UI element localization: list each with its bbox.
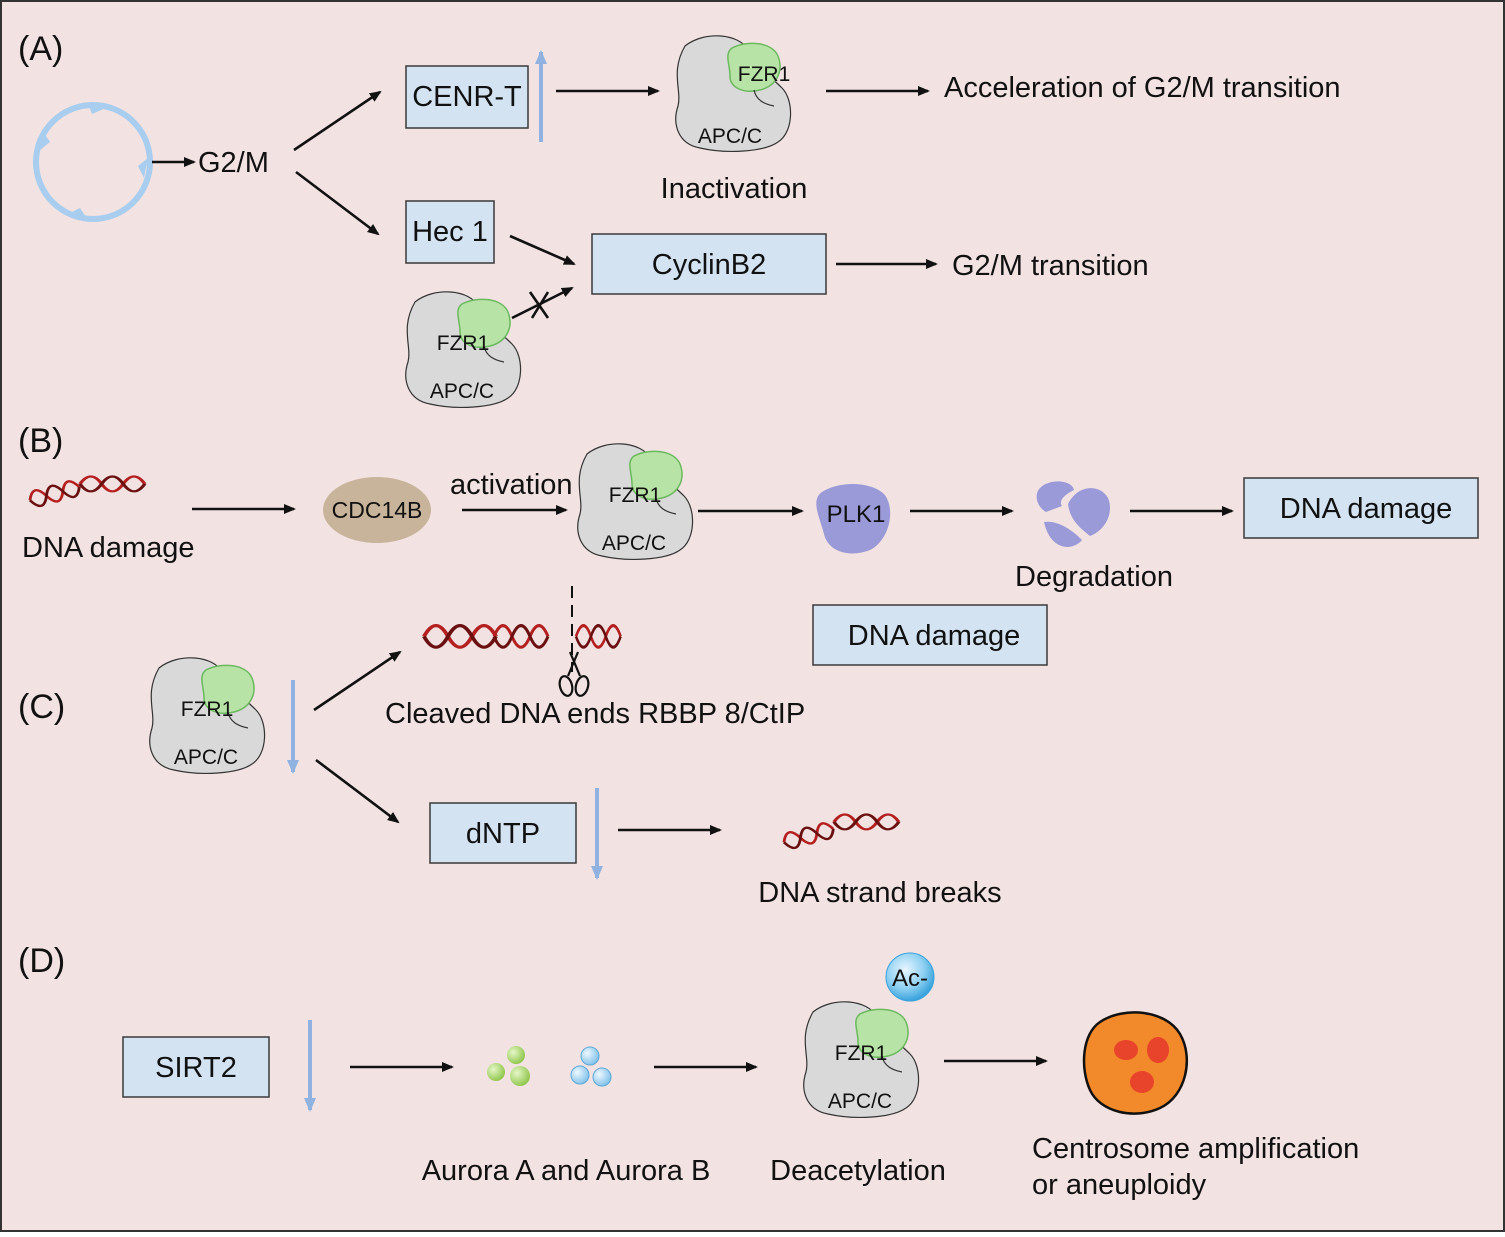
fzr1-label: FZR1 — [437, 332, 490, 355]
apc-fzr1-complex-c: FZR1 APC/C — [149, 657, 266, 775]
hec1-label: Hec 1 — [412, 216, 488, 248]
arrow-complex-to-dntp — [315, 758, 400, 824]
inactivation-label: Inactivation — [661, 173, 808, 205]
apcc-label: APC/C — [698, 125, 762, 148]
fzr1-label: FZR1 — [835, 1042, 888, 1065]
fzr1-label: FZR1 — [181, 698, 234, 721]
panel-label-b: (B) — [18, 422, 63, 460]
sirt2-box — [122, 1036, 270, 1098]
aurora-a-spheres-icon — [487, 1046, 530, 1086]
centrosome-label-line2: or aneuploidy — [1032, 1169, 1207, 1201]
acetyl-group-icon: Ac- — [885, 952, 935, 1002]
apcc-label: APC/C — [430, 380, 494, 403]
block-x-icon — [528, 291, 550, 319]
cyclinb2-box — [591, 233, 827, 295]
panel-label-a: (A) — [18, 30, 63, 68]
cenrt-box — [405, 65, 529, 129]
dna-damage-label-b: DNA damage — [22, 532, 195, 564]
cdc14b-label: CDC14B — [332, 497, 423, 523]
arrow-hec1-to-cyclinb2 — [509, 234, 576, 266]
degraded-protein-icon — [1036, 481, 1110, 547]
plk1-blob — [816, 483, 891, 554]
arrow-g2m-to-cenrt — [293, 90, 382, 152]
deacetylation-label: Deacetylation — [770, 1155, 946, 1187]
cell-cycle-icon — [33, 102, 153, 222]
apcc-label: APC/C — [174, 746, 238, 769]
cenrt-label: CENR-T — [412, 81, 522, 113]
cleaved-dna-label: Cleaved DNA ends RBBP 8/CtIP — [385, 698, 805, 730]
dna-damage-box-b — [1243, 477, 1479, 539]
activation-label: activation — [450, 469, 573, 501]
aneuploid-cell-icon — [1082, 1011, 1189, 1115]
g2m-label: G2/M — [198, 147, 269, 179]
g2m-transition-label: G2/M transition — [952, 250, 1149, 282]
centrosome-label-line1: Centrosome amplification — [1032, 1133, 1359, 1165]
sirt2-label: SIRT2 — [155, 1052, 237, 1084]
cyclinb2-label: CyclinB2 — [652, 249, 766, 281]
apc-fzr1-complex-a-top: FZR1 APC/C — [675, 35, 792, 153]
apcc-label: APC/C — [828, 1090, 892, 1113]
arrow-complex-to-cleaved — [313, 650, 402, 712]
hec1-box — [405, 200, 495, 264]
apc-fzr1-complex-d: FZR1 APC/C — [803, 1001, 920, 1119]
apc-fzr1-complex-a-bottom: FZR1 APC/C — [405, 291, 522, 409]
acceleration-label: Acceleration of G2/M transition — [944, 72, 1341, 104]
arrow-g2m-to-hec1 — [295, 170, 380, 236]
scissors-icon — [558, 651, 590, 697]
dna-strand-breaks-label: DNA strand breaks — [758, 877, 1001, 909]
plk1-label: PLK1 — [827, 501, 886, 528]
fzr1-label: FZR1 — [738, 63, 791, 86]
apcc-label: APC/C — [602, 532, 666, 555]
dna-damage-label-b-right: DNA damage — [1280, 493, 1453, 525]
aurora-label: Aurora A and Aurora B — [422, 1155, 711, 1187]
degradation-label: Degradation — [1015, 561, 1173, 593]
fzr1-label: FZR1 — [609, 484, 662, 507]
cdc14b-ellipse — [323, 477, 431, 543]
aurora-b-spheres-icon — [570, 1046, 612, 1087]
dna-damage-label-c: DNA damage — [848, 620, 1021, 652]
panel-label-d: (D) — [18, 942, 65, 980]
panel-label-c: (C) — [18, 688, 65, 726]
dntp-label: dNTP — [466, 818, 540, 850]
dna-damage-box-c — [812, 604, 1048, 666]
apc-fzr1-complex-b: FZR1 APC/C — [577, 443, 694, 561]
dntp-box — [429, 802, 577, 864]
ac-label: Ac- — [892, 965, 928, 992]
